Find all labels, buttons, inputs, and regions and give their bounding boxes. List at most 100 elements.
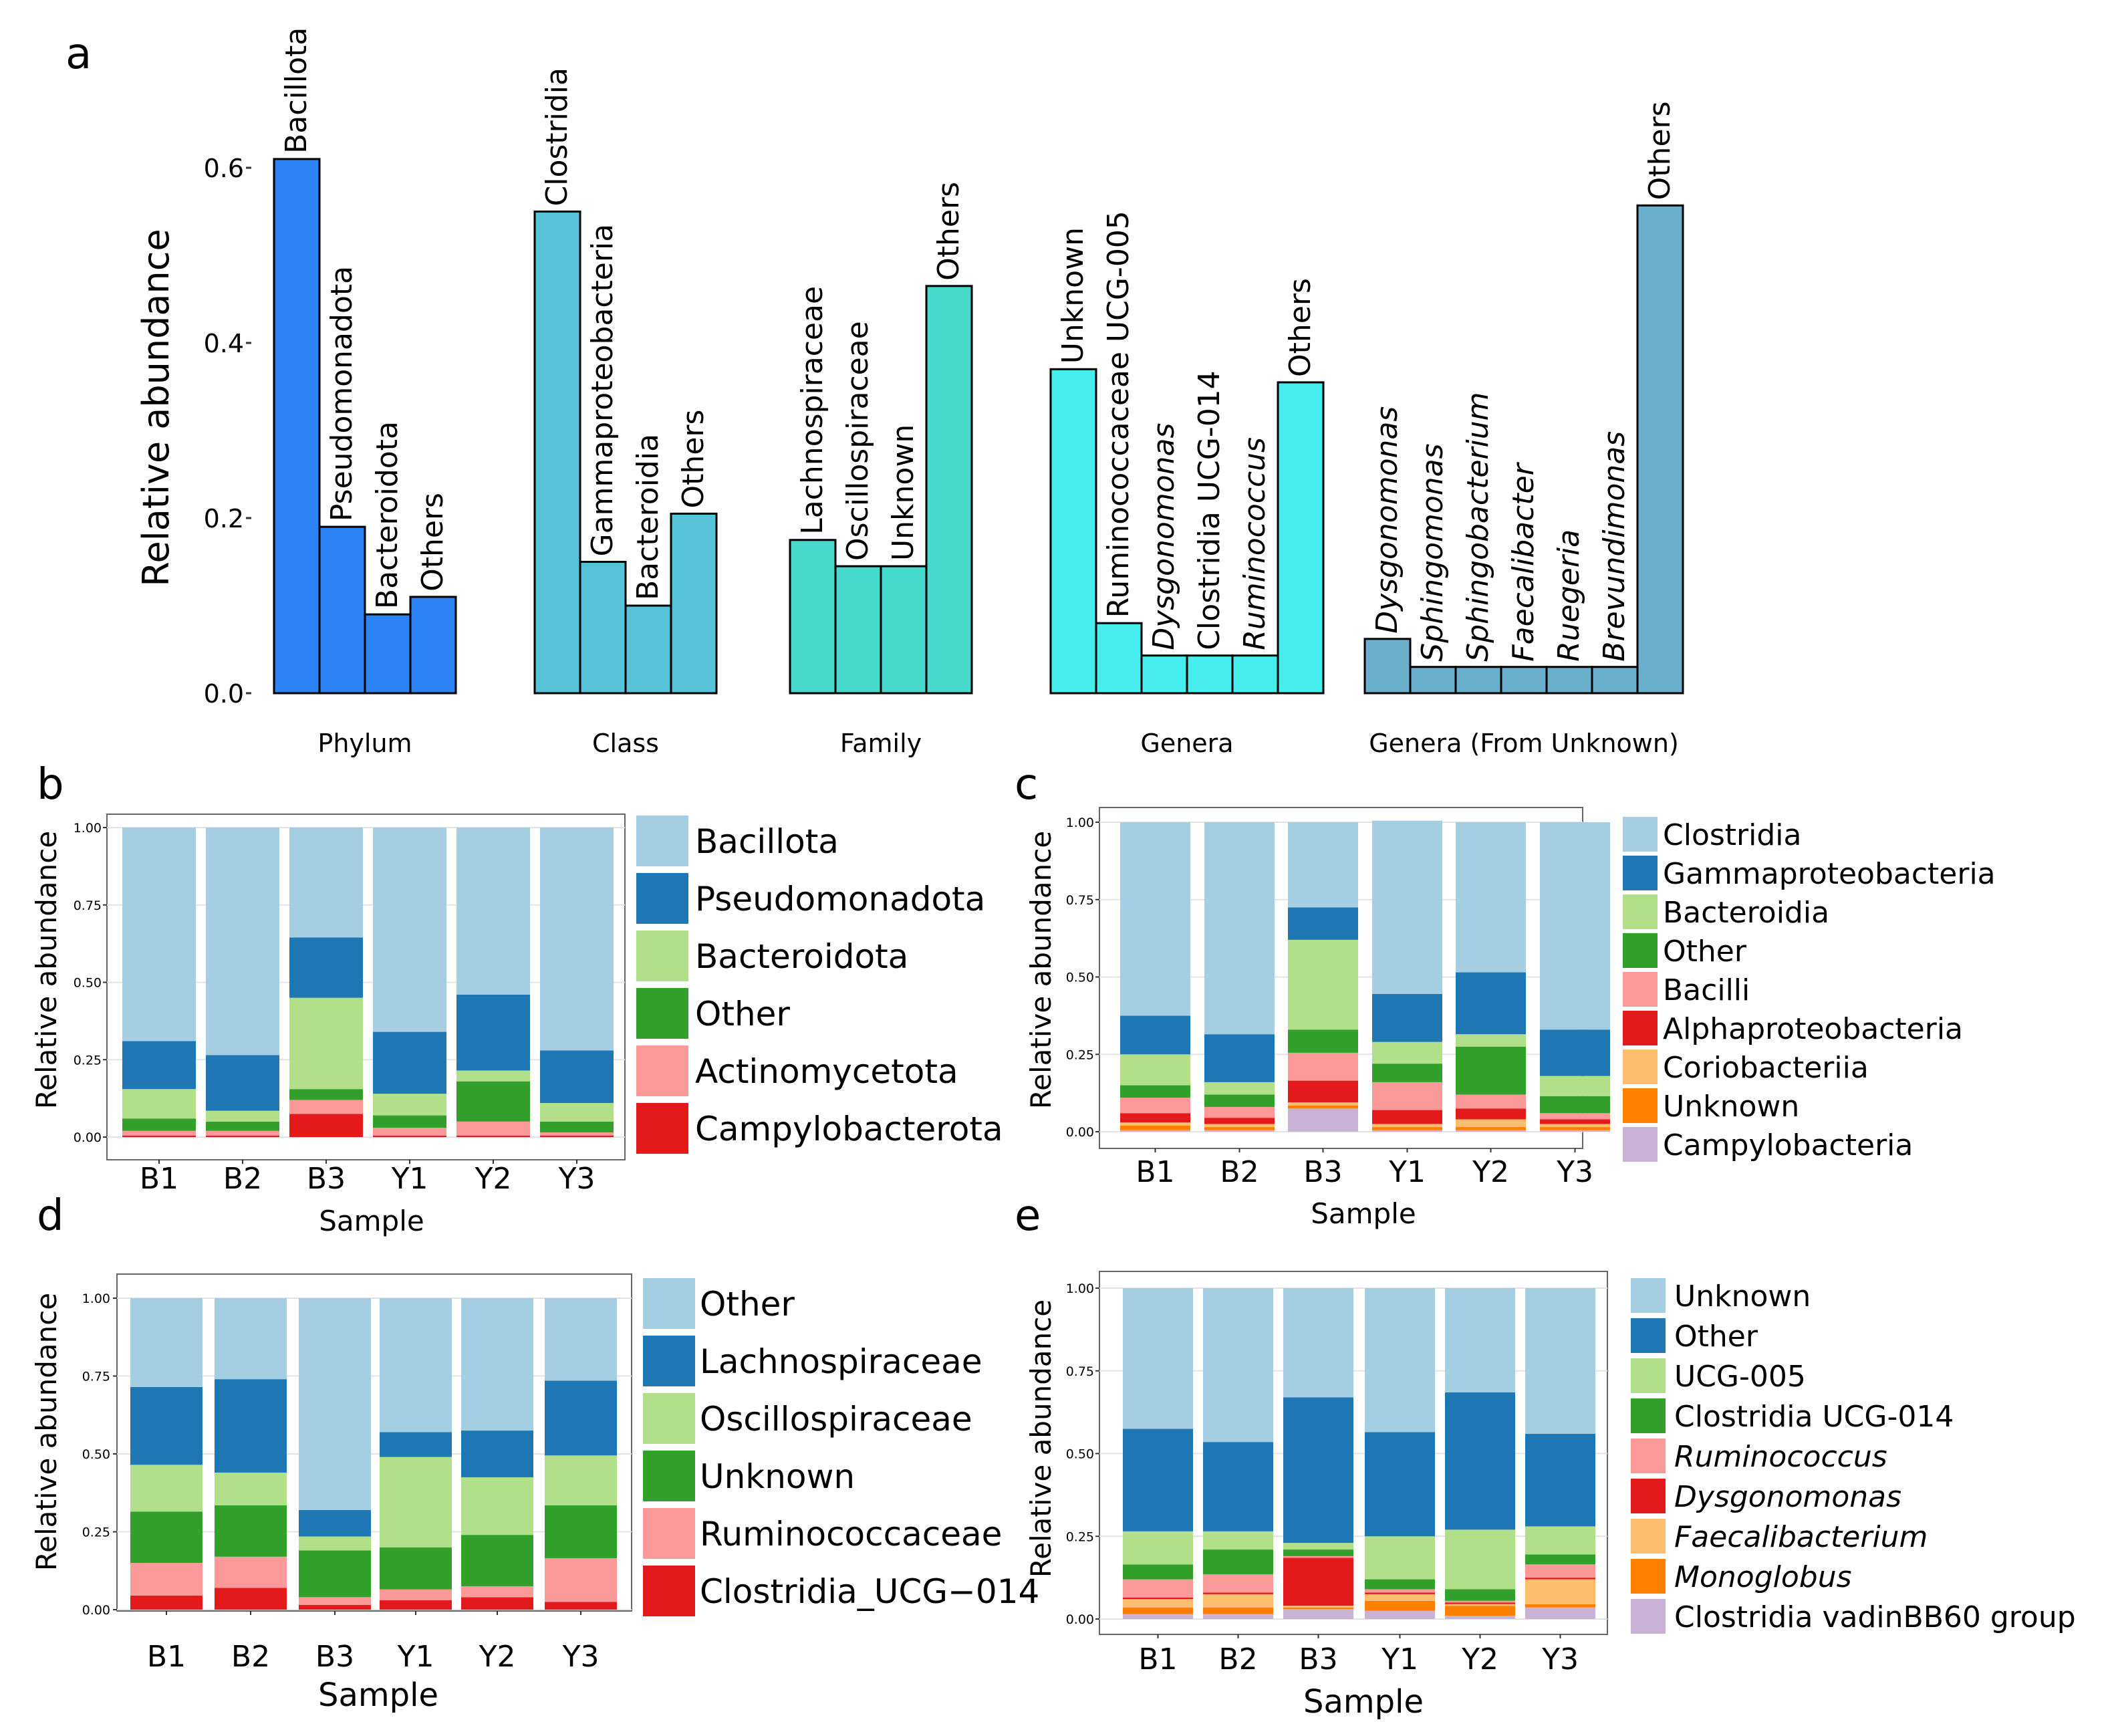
panel-c-x-tick-label: B1	[1136, 1155, 1174, 1189]
panel-c-bar-y3-bacteroidia	[1540, 1076, 1610, 1096]
panel-e-legend-label-dysgonomonas: Dysgonomonas	[1674, 1480, 1901, 1514]
panel-c-bar-b1-coriobacteriia	[1120, 1122, 1190, 1126]
panel-d-y-tick-label: 0.00	[82, 1603, 110, 1618]
panel-e-x-tick-label: Y1	[1381, 1642, 1418, 1677]
panel-e-bar-y2-monoglobus	[1445, 1606, 1515, 1616]
panel-e-bar-y1-unknown	[1365, 1288, 1435, 1433]
panel-e-bar-b1-dysgonomonas	[1123, 1597, 1193, 1600]
panel-d-bar-b1-oscillospiraceae	[130, 1465, 203, 1512]
panel-a-y-tick-label: 0.4	[204, 329, 244, 358]
panel-e-y-tick-label: 0.50	[1066, 1447, 1094, 1462]
panel-c-bar-y1-alphaproteobacteria	[1372, 1110, 1442, 1124]
panel-a-group-label: Class	[592, 729, 659, 758]
panel-d-x-tick-label: B2	[231, 1640, 270, 1674]
panel-e-bar-b3-monoglobus	[1283, 1607, 1353, 1610]
panel-e-x-tick-label: B2	[1218, 1642, 1257, 1677]
panel-c-bar-y2-clostridia	[1456, 822, 1526, 973]
panel-d-bar-b2-lachnospiraceae	[215, 1379, 287, 1473]
panel-c-legend-swatch-clostridia	[1623, 817, 1658, 852]
panel-a-bar-genera-from-unknown-ruegeria	[1545, 666, 1593, 695]
panel-c-bar-b1-alphaproteobacteria	[1120, 1113, 1190, 1123]
panel-d-bar-y2-clostridia-ucg-014	[461, 1597, 533, 1610]
panel-e-bar-b2-clostridia-ucg-014	[1203, 1549, 1273, 1575]
panel-b-legend-label-campylobacterota: Campylobacterota	[695, 1110, 1003, 1148]
panel-e-bar-y1-clostridia-vadinbb60-group	[1365, 1610, 1435, 1619]
panel-a-bar-label: Lachnospiraceae	[795, 286, 829, 535]
panel-e-legend-label-clostridia-vadinbb60-group: Clostridia vadinBB60 group	[1674, 1600, 2076, 1634]
panel-e-bar-y2-faecalibacterium	[1445, 1604, 1515, 1606]
panel-d-bar-y3-clostridia-ucg-014	[545, 1602, 617, 1610]
panel-c-bar-y3-unknown	[1540, 1127, 1610, 1130]
panel-d-bar-y1-clostridia-ucg-014	[380, 1600, 452, 1610]
panel-c-bar-b3-clostridia	[1288, 822, 1358, 908]
panel-e-bar-b2-dysgonomonas	[1203, 1592, 1273, 1594]
panel-d-bar-y1-other	[380, 1298, 452, 1433]
panel-a-bar-label: Dysgonomonas	[1370, 406, 1404, 634]
panel-a-bar-label: Others	[1283, 278, 1317, 377]
panel-c-x-axis-title: Sample	[1311, 1197, 1416, 1230]
panel-b-bar-b2-campylobacterota	[206, 1135, 279, 1137]
panel-e-bar-b1-other	[1123, 1429, 1193, 1531]
panel-e-bar-b2-clostridia-vadinbb60-group	[1203, 1614, 1273, 1619]
panel-c-legend-swatch-unknown	[1623, 1088, 1658, 1123]
panel-d-bar-b3-oscillospiraceae	[299, 1536, 371, 1551]
panel-c-legend-label-unknown: Unknown	[1663, 1090, 1799, 1124]
panel-b-bar-b2-bacteroidota	[206, 1110, 279, 1122]
panel-e-legend-swatch-monoglobus	[1631, 1559, 1666, 1594]
panel-e-bar-y2-ruminococcus	[1445, 1600, 1515, 1603]
panel-b-legend-swatch-pseudomonadota	[636, 873, 688, 924]
panel-d-legend-label-ruminococcaceae: Ruminococcaceae	[700, 1515, 1002, 1554]
panel-e-x-tick-label: B3	[1299, 1642, 1337, 1677]
panel-b-y-tick-label: 0.00	[74, 1130, 102, 1145]
panel-c-bar-b2-clostridia	[1204, 822, 1275, 1035]
panel-e-x-tick-label: Y2	[1461, 1642, 1498, 1677]
panel-a-group-label: Phylum	[317, 729, 412, 758]
panel-e-bar-y2-ucg-005	[1445, 1529, 1515, 1590]
panel-c-stacked-bar-chart: Sample Relative abundance 0.000.250.500.…	[1025, 807, 1996, 1230]
panel-c-bar-y3-clostridia	[1540, 822, 1610, 1030]
panel-e-bar-b3-faecalibacterium	[1283, 1606, 1353, 1608]
panel-b-x-tick-label: B3	[307, 1162, 346, 1196]
panel-c-legend-swatch-alphaproteobacteria	[1623, 1011, 1658, 1045]
panel-c-bar-b3-other	[1288, 1029, 1358, 1053]
panel-b-legend-swatch-bacillota	[636, 816, 688, 866]
panel-e-legend-label-unknown: Unknown	[1674, 1279, 1811, 1314]
panel-d-bar-y3-other	[545, 1298, 617, 1381]
panel-a-y-axis-title: Relative abundance	[135, 229, 177, 586]
panel-c-bar-b2-bacilli	[1204, 1106, 1275, 1118]
panel-b-x-tick-label: Y3	[558, 1162, 596, 1196]
panel-c-legend-label-coriobacteriia: Coriobacteriia	[1663, 1051, 1869, 1085]
panel-e-bar-b3-dysgonomonas	[1283, 1558, 1353, 1606]
panel-d-bar-b2-oscillospiraceae	[215, 1472, 287, 1505]
panel-c-bar-y1-other	[1372, 1064, 1442, 1082]
panel-e-legend-label-faecalibacterium: Faecalibacterium	[1674, 1520, 1928, 1554]
panel-c-bar-b1-other	[1120, 1085, 1190, 1098]
panel-a-bar-label: Sphingobacterium	[1461, 392, 1495, 662]
panel-b-bar-y3-actinomycetota	[540, 1132, 614, 1136]
panel-c-legend-swatch-other	[1623, 933, 1658, 968]
panel-d-y-tick-label: 0.25	[82, 1525, 110, 1540]
panel-b-bar-b2-pseudomonadota	[206, 1055, 279, 1111]
panel-e-legend-swatch-faecalibacterium	[1631, 1519, 1666, 1554]
panel-e-bar-b1-ruminococcus	[1123, 1579, 1193, 1598]
panel-b-bar-b3-pseudomonadota	[289, 937, 363, 998]
panel-e-bar-b1-ucg-005	[1123, 1531, 1193, 1565]
panel-b-bar-y1-campylobacterota	[373, 1135, 446, 1137]
panel-b-bar-b3-actinomycetota	[289, 1100, 363, 1114]
panel-d-bar-y1-oscillospiraceae	[380, 1457, 452, 1547]
panel-d-bar-b1-unknown	[130, 1511, 203, 1564]
panel-c-bar-y1-campylobacteria	[1372, 1130, 1442, 1132]
panel-b-x-tick-label: B1	[140, 1162, 178, 1196]
panel-e-bar-b2-ucg-005	[1203, 1531, 1273, 1550]
panel-b-bar-b1-actinomycetota	[122, 1130, 196, 1136]
panel-e-bar-b3-clostridia-vadinbb60-group	[1283, 1609, 1353, 1619]
panel-e-legend-swatch-clostridia-vadinbb60-group	[1631, 1599, 1666, 1634]
panel-a-bar-genera-others	[1277, 381, 1325, 695]
panel-c-legend-swatch-gammaproteobacteria	[1623, 856, 1658, 890]
panel-c-bar-y3-coriobacteriia	[1540, 1124, 1610, 1128]
panel-c-legend-swatch-campylobacteria	[1623, 1127, 1658, 1162]
panel-c-bar-b1-bacteroidia	[1120, 1054, 1190, 1086]
panel-d-bar-y2-ruminococcaceae	[461, 1586, 533, 1598]
panel-d-legend-swatch-lachnospiraceae	[643, 1336, 695, 1386]
panel-b-bar-b1-campylobacterota	[122, 1135, 196, 1137]
